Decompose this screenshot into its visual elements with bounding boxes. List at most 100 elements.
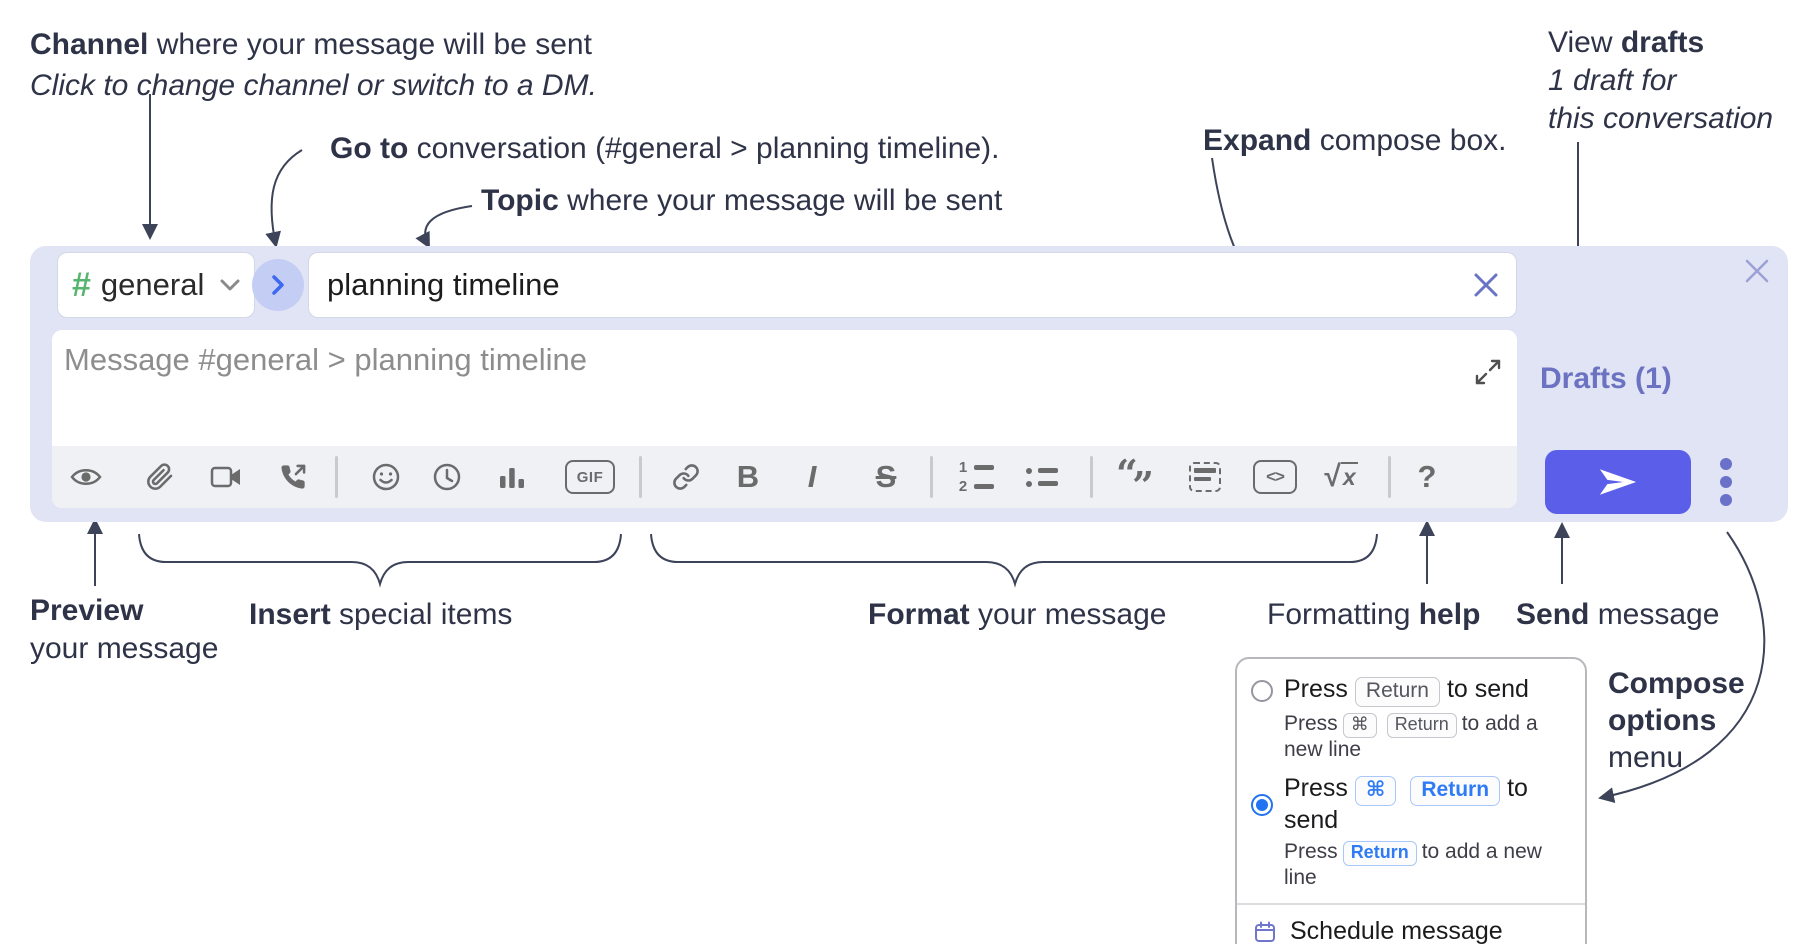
- message-input[interactable]: [62, 340, 1446, 440]
- insert-annotation: Insert special items: [249, 594, 512, 635]
- toolbar-divider: [639, 456, 642, 498]
- topic-input[interactable]: [308, 252, 1517, 318]
- option-text: Press: [1284, 675, 1348, 703]
- go-to-conversation-button[interactable]: [252, 259, 304, 311]
- channel-hash-icon: #: [72, 265, 91, 304]
- help-annotation-pre: Formatting: [1267, 598, 1419, 631]
- message-formatting-help-icon[interactable]: ?: [1399, 449, 1455, 505]
- italic-icon[interactable]: I: [784, 449, 840, 505]
- expand-annotation-bold: Expand: [1203, 124, 1312, 157]
- voice-call-icon[interactable]: [265, 449, 321, 505]
- attach-file-icon[interactable]: [132, 449, 188, 505]
- quote-open-glyph: “: [1116, 451, 1138, 496]
- gif-label: GIF: [565, 460, 615, 494]
- menu-item-schedule-message[interactable]: Schedule message: [1237, 910, 1585, 944]
- option-subtext: Press: [1284, 712, 1338, 735]
- option-text: to send: [1446, 675, 1529, 703]
- code-label: <>: [1253, 460, 1297, 494]
- numbered-list-icon[interactable]: 1 2: [948, 449, 1004, 505]
- option-subtext: to add a new line: [1284, 840, 1542, 889]
- toolbar-divider: [930, 456, 933, 498]
- menu-item-label: Schedule message: [1290, 917, 1503, 944]
- topic-arrow: [415, 205, 473, 249]
- drafts-annotation-bold: drafts: [1620, 26, 1705, 59]
- preview-annotation-line2: your message: [30, 632, 219, 665]
- strikethrough-label: S: [875, 459, 897, 494]
- goto-annotation-bold: Go to: [330, 132, 409, 165]
- channel-annotation: Channel where your message will be sent …: [30, 24, 597, 106]
- goto-arrow: [265, 149, 303, 248]
- paper-plane-icon: [1596, 466, 1640, 498]
- format-annotation-rest: your message: [969, 598, 1167, 631]
- option-text: Press: [1284, 774, 1348, 802]
- menu-divider: [1237, 903, 1585, 905]
- close-compose-icon[interactable]: [1738, 252, 1776, 290]
- math-icon[interactable]: √x: [1311, 449, 1371, 505]
- chevron-right-icon: [271, 274, 285, 296]
- format-brace: [650, 533, 1378, 588]
- goto-annotation: Go to conversation (#general > planning …: [330, 128, 1000, 169]
- toolbar-divider: [1090, 456, 1093, 498]
- option-text: to send: [1284, 774, 1528, 834]
- emoji-icon[interactable]: [358, 449, 414, 505]
- time-icon[interactable]: [419, 449, 475, 505]
- expand-annotation-rest: compose box.: [1311, 124, 1507, 157]
- preview-icon[interactable]: [58, 449, 114, 505]
- compose-options-annotation-l3: menu: [1608, 741, 1684, 774]
- clear-topic-icon[interactable]: [1473, 272, 1499, 298]
- compose-options-annotation-l2: options: [1608, 704, 1717, 737]
- bold-icon[interactable]: B: [720, 449, 776, 505]
- insert-brace: [138, 533, 622, 588]
- kbd-cmd: ⌘: [1354, 776, 1397, 806]
- poll-icon[interactable]: [484, 449, 540, 505]
- radio-unselected-icon[interactable]: [1251, 680, 1273, 702]
- quote-icon[interactable]: “ ”: [1107, 449, 1163, 505]
- preview-annotation-bold: Preview: [30, 594, 144, 627]
- channel-annotation-line2: Click to change channel or switch to a D…: [30, 69, 597, 102]
- drafts-link[interactable]: Drafts (1): [1540, 362, 1672, 395]
- link-icon[interactable]: [658, 449, 714, 505]
- bulleted-list-icon[interactable]: [1014, 449, 1070, 505]
- preview-annotation: Preview your message: [30, 592, 218, 668]
- insert-annotation-bold: Insert: [249, 598, 331, 631]
- strikethrough-icon[interactable]: S: [858, 449, 914, 505]
- compose-options-annotation-l1: Compose: [1608, 667, 1745, 700]
- compose-options-button[interactable]: [1706, 451, 1746, 513]
- drafts-annotation-pre: View: [1548, 26, 1621, 59]
- insert-annotation-rest: special items: [330, 598, 513, 631]
- format-annotation: Format your message: [868, 594, 1166, 635]
- spoiler-icon[interactable]: [1177, 449, 1233, 505]
- kbd-return: Return: [1386, 713, 1457, 738]
- radio-selected-icon[interactable]: [1251, 793, 1273, 816]
- drafts-annotation-line3: this conversation: [1548, 102, 1774, 135]
- send-annotation-bold: Send: [1516, 598, 1590, 631]
- video-call-icon[interactable]: [198, 449, 254, 505]
- option-subtext: Press: [1284, 840, 1338, 863]
- help-annotation-bold: help: [1418, 598, 1481, 631]
- channel-annotation-rest: where your message will be sent: [148, 28, 592, 61]
- drafts-annotation-line2: 1 draft for: [1548, 64, 1677, 97]
- channel-annotation-bold: Channel: [30, 28, 149, 61]
- expand-annotation: Expand compose box.: [1203, 120, 1506, 161]
- goto-annotation-rest: conversation (#general > planning timeli…: [408, 132, 1000, 165]
- expand-compose-icon[interactable]: [1472, 356, 1504, 388]
- send-annotation-rest: message: [1589, 598, 1720, 631]
- send-button[interactable]: [1545, 450, 1691, 514]
- formatting-help-annotation: Formatting help: [1267, 594, 1480, 635]
- kbd-return: Return: [1354, 677, 1440, 707]
- compose-options-annotation: Compose options menu: [1608, 665, 1745, 776]
- channel-select-button[interactable]: # general: [57, 252, 255, 318]
- toolbar-divider: [1388, 456, 1391, 498]
- gif-icon[interactable]: GIF: [556, 449, 624, 505]
- code-icon[interactable]: <>: [1243, 449, 1307, 505]
- topic-annotation: Topic where your message will be sent: [481, 180, 1002, 221]
- kbd-return: Return: [1342, 841, 1417, 866]
